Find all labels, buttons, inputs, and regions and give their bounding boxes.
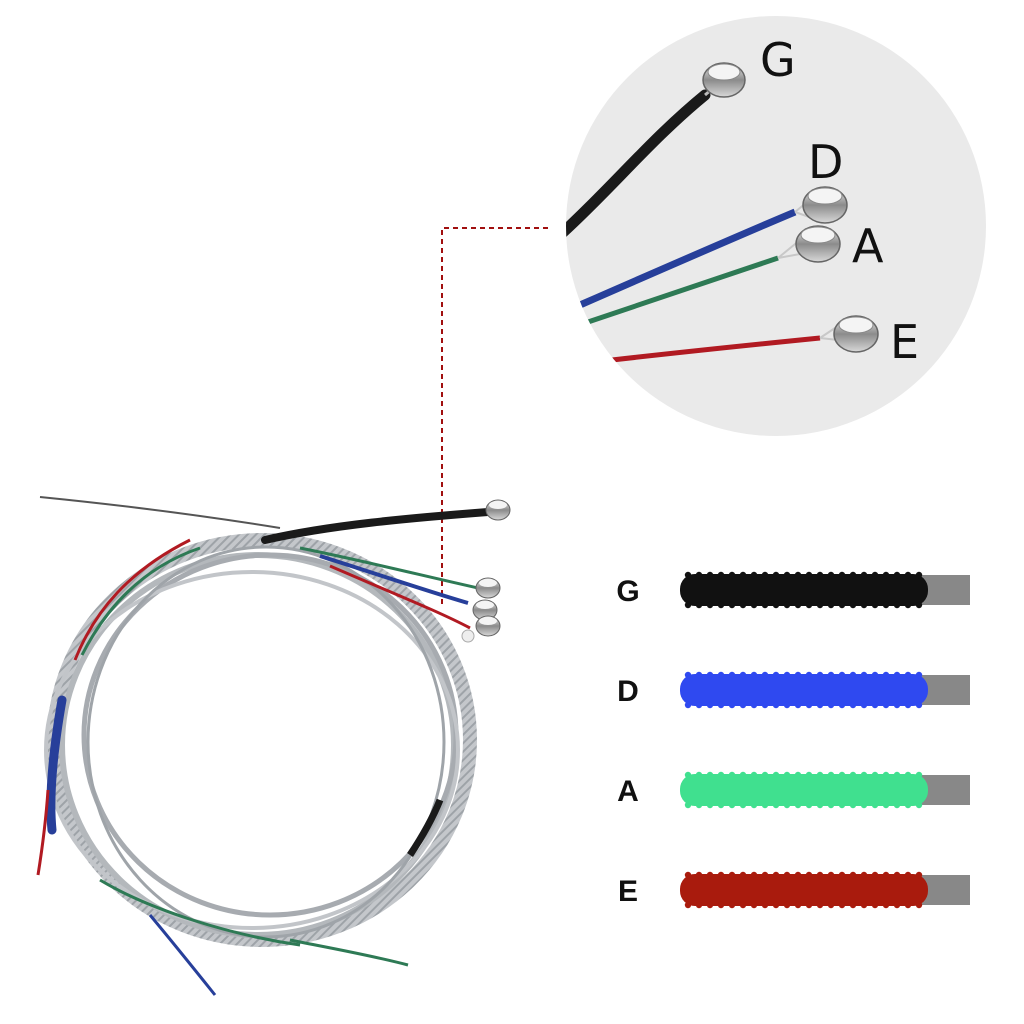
- zoom-detail-circle: G D A E: [566, 16, 986, 436]
- key-bar-a: [680, 774, 928, 806]
- key-label-a: A: [617, 775, 639, 808]
- coil-ball-end-e: [475, 615, 501, 637]
- loose-end-top: [39, 496, 281, 529]
- coil-loop-eye: [461, 629, 475, 643]
- coil-wrap-green: [80, 546, 201, 656]
- string-g-lead: [261, 508, 492, 544]
- key-row-a: A: [617, 771, 970, 809]
- string-a-lead: [299, 546, 479, 590]
- zoom-ball-end-a: [795, 225, 841, 263]
- loose-end-blue: [148, 914, 217, 996]
- zoom-label-g: G: [760, 33, 796, 87]
- key-bar-e: [680, 874, 928, 906]
- coil-wrap-black: [407, 798, 444, 857]
- coil-wrap-red: [73, 538, 191, 661]
- coil-ball-end-d: [472, 599, 498, 621]
- zoom-string-e: [611, 335, 821, 363]
- key-bar-g: [680, 574, 928, 606]
- key-row-d: D: [617, 671, 970, 709]
- coil-loop-4: [44, 570, 460, 930]
- zoom-string-d: [578, 208, 797, 309]
- key-row-g: G: [616, 571, 970, 609]
- zoom-label-e: E: [890, 315, 919, 369]
- key-bar-winding-d: [684, 671, 923, 709]
- key-label-e: E: [618, 875, 638, 908]
- coil-loop-5: [86, 545, 446, 939]
- zoom-string-g: [566, 89, 711, 241]
- coil-wrap-green-bottom: [99, 878, 301, 947]
- key-label-d: D: [617, 675, 639, 708]
- loose-end-red: [36, 789, 50, 876]
- key-row-e: E: [618, 871, 970, 909]
- string-e-lead: [329, 564, 471, 630]
- key-label-g: G: [616, 575, 639, 608]
- zoom-ball-end-g: [702, 62, 746, 98]
- string-coil: [36, 496, 511, 996]
- zoom-label-d: D: [808, 135, 843, 189]
- leader-line: [441, 227, 548, 605]
- key-bar-winding-e: [684, 871, 923, 909]
- zoom-string-a: [587, 255, 779, 325]
- zoom-ball-end-d: [802, 186, 848, 224]
- key-bar-winding-g: [684, 571, 923, 609]
- coil-wrap-blue: [46, 695, 67, 835]
- zoom-ball-end-e: [833, 315, 879, 353]
- loose-end-green: [289, 938, 409, 967]
- string-d-lead: [319, 554, 469, 605]
- key-bar-d: [680, 674, 928, 706]
- coil-ball-end-g: [485, 499, 511, 521]
- coil-ball-end-a: [475, 577, 501, 599]
- key-bar-winding-a: [684, 771, 923, 809]
- zoom-label-a: A: [852, 219, 884, 273]
- string-color-key: G D A E: [616, 571, 970, 909]
- coil-loop-3: [81, 552, 459, 918]
